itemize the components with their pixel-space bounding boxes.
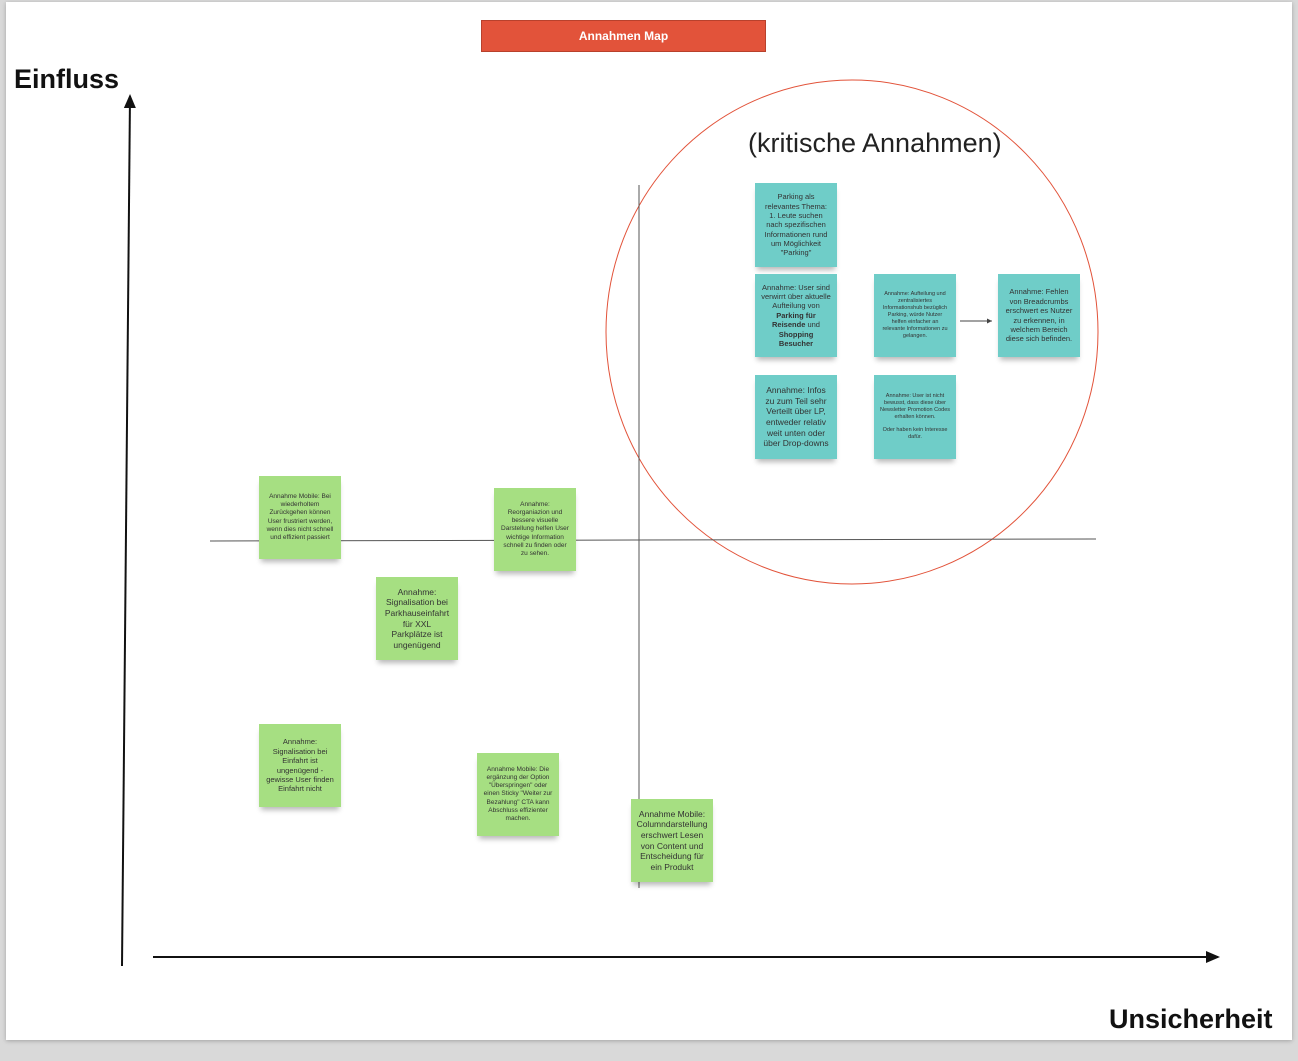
sticky-note[interactable]: Annahme: Reorganiazion und bessere visue… <box>494 488 576 571</box>
sticky-note[interactable]: Annahme: Aufteilung und zentralisiertes … <box>874 274 956 357</box>
sticky-note[interactable]: Annahme Mobile: Bei wiederholtem Zurückg… <box>259 476 341 559</box>
sticky-note[interactable]: Parking als relevantes Thema: 1. Leute s… <box>755 183 837 267</box>
note-text: Parking als relevantes Thema: 1. Leute s… <box>764 192 828 258</box>
note-text: Annahme: Infos zu zum Teil sehr Verteilt… <box>763 385 829 449</box>
note-text: Oder haben kein Interesse dafür. <box>882 426 948 440</box>
sticky-note[interactable]: Annahme: Signalisation bei Einfahrt ist … <box>259 724 341 807</box>
sticky-note[interactable]: Annahme Mobile: Columndarstellung erschw… <box>631 799 713 882</box>
sticky-note[interactable]: Annahme: Fehlen von Breadcrumbs erschwer… <box>998 274 1080 357</box>
note-text: Annahme: User ist nicht bewusst, dass di… <box>880 393 951 420</box>
y-axis <box>121 94 136 967</box>
note-text-bold: Shopping Besucher <box>778 329 814 348</box>
horizontal-divider <box>209 538 1097 542</box>
sticky-note[interactable]: Annahme: User sind verwirrt über aktuell… <box>755 274 837 357</box>
x-axis-label: Unsicherheit <box>1109 1004 1273 1034</box>
sticky-note[interactable]: Annahme: User ist nicht bewusst, dass di… <box>874 375 956 459</box>
critical-circle <box>605 79 1099 585</box>
note-text: Annahme: Signalisation bei Parkhauseinfa… <box>384 586 450 650</box>
note-text: Annahme Mobile: Die ergänzung der Option… <box>483 766 553 822</box>
y-axis-label: Einfluss <box>14 64 120 94</box>
note-text-part: Annahme: User sind verwirrt über aktuell… <box>761 282 831 311</box>
note-text: Annahme: User sind verwirrt über aktuell… <box>761 283 831 349</box>
note-text: Annahme: Fehlen von Breadcrumbs erschwer… <box>1005 287 1073 344</box>
sticky-note[interactable]: Annahme Mobile: Die ergänzung der Option… <box>477 753 559 836</box>
sticky-note[interactable]: Annahme: Infos zu zum Teil sehr Verteilt… <box>755 375 837 459</box>
note-text: Annahme: Aufteilung und zentralisiertes … <box>882 291 948 339</box>
note-text: Annahme: Reorganiazion und bessere visue… <box>501 501 569 557</box>
note-text-part: und <box>805 320 820 330</box>
critical-assumptions-label: (kritische Annahmen) <box>748 128 1002 158</box>
map-title: Annahmen Map <box>481 20 766 52</box>
note-text-bold: Parking für Reisende <box>772 310 816 330</box>
note-text: Annahme Mobile: Columndarstellung erschw… <box>636 808 708 872</box>
note-text: Annahme: Signalisation bei Einfahrt ist … <box>266 737 334 794</box>
sticky-note[interactable]: Annahme: Signalisation bei Parkhauseinfa… <box>376 577 458 660</box>
note-text: Annahme Mobile: Bei wiederholtem Zurückg… <box>266 493 334 541</box>
